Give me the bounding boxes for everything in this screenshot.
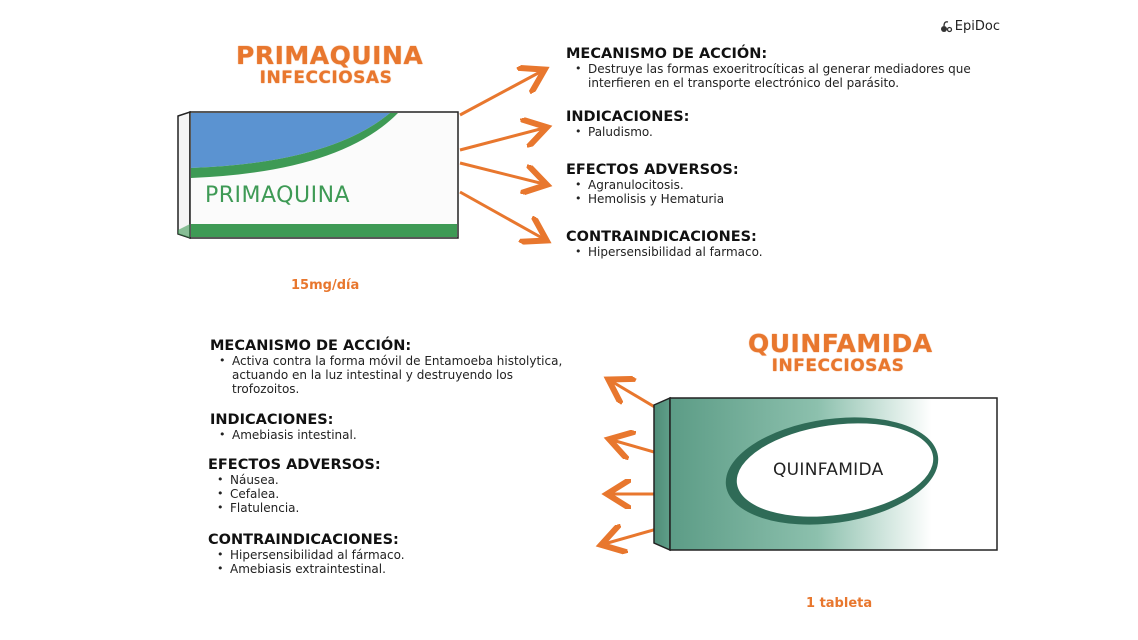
quinfamida-contraindicaciones: CONTRAINDICACIONES: Hipersensibilidad al… — [208, 532, 405, 576]
quinfamida-title: QUINFAMIDA — [748, 329, 933, 358]
primaquina-title: PRIMAQUINA — [236, 41, 424, 70]
arrow-contra — [459, 190, 544, 239]
primaquina-indicaciones: INDICACIONES: Paludismo. — [566, 109, 689, 139]
primaquina-arrows — [459, 60, 560, 250]
primaquina-title-block: PRIMAQUINA INFECCIOSAS — [236, 41, 424, 88]
arrow-efectos — [459, 161, 544, 184]
list-item: Paludismo. — [575, 125, 689, 139]
list-item-continuation: actuando en la luz intestinal y destruye… — [232, 368, 513, 382]
primaquina-box-label: PRIMAQUINA — [205, 183, 351, 208]
quinfamida-indicaciones: INDICACIONES: Amebiasis intestinal. — [210, 412, 357, 442]
logo-text: EpiDoc — [954, 19, 1000, 34]
primaquina-dose: 15mg/día — [291, 278, 360, 293]
list-item: Amebiasis extraintestinal. — [217, 562, 405, 576]
list-item: Amebiasis intestinal. — [219, 428, 357, 442]
arrow-indicaciones — [459, 128, 544, 152]
list-item: Destruye las formas exoeritrocíticas al … — [575, 62, 1026, 76]
section-header: CONTRAINDICACIONES: — [566, 229, 757, 245]
list-item-continuation: trofozoitos. — [232, 382, 300, 396]
list-item: Activa contra la forma móvil de Entamoeb… — [219, 354, 600, 368]
list-item: Flatulencia. — [217, 501, 381, 515]
quinfamida-box — [653, 396, 998, 552]
quinfamida-subtitle: INFECCIOSAS — [771, 356, 905, 376]
list-item-continuation: interfieren en el transporte electrónico… — [588, 76, 900, 90]
list-item: Náusea. — [217, 473, 381, 487]
primaquina-contraindicaciones: CONTRAINDICACIONES: Hipersensibilidad al… — [566, 229, 763, 259]
primaquina-mecanismo: MECANISMO DE ACCIÓN: Destruye las formas… — [566, 46, 1026, 90]
quinfamida-title-block: QUINFAMIDA INFECCIOSAS — [748, 329, 933, 376]
primaquina-subtitle: INFECCIOSAS — [259, 68, 393, 88]
section-header: MECANISMO DE ACCIÓN: — [566, 46, 768, 62]
quinfamida-box-label: QUINFAMIDA — [773, 460, 884, 480]
list-item: Hipersensibilidad al fármaco. — [217, 548, 404, 562]
section-header: CONTRAINDICACIONES: — [208, 532, 399, 548]
section-header: EFECTOS ADVERSOS: — [566, 162, 739, 178]
quinfamida-efectos: EFECTOS ADVERSOS: Náusea. Cefalea. Flatu… — [208, 457, 381, 515]
epidoc-logo: EpiDoc — [940, 19, 1000, 34]
section-header: INDICACIONES: — [210, 412, 334, 428]
section-header: EFECTOS ADVERSOS: — [208, 457, 381, 473]
section-header: MECANISMO DE ACCIÓN: — [210, 338, 412, 354]
section-header: INDICACIONES: — [566, 109, 690, 125]
list-item: Agranulocitosis. — [575, 178, 739, 192]
primaquina-efectos: EFECTOS ADVERSOS: Agranulocitosis. Hemol… — [566, 162, 739, 206]
arrow-mecanismo — [459, 71, 542, 117]
list-item: Hipersensibilidad al farmaco. — [575, 245, 762, 259]
list-item: Hemolisis y Hematuria — [575, 192, 739, 206]
list-item: Cefalea. — [217, 487, 381, 501]
primaquina-box — [177, 110, 459, 240]
stethoscope-icon — [940, 21, 952, 33]
quinfamida-mecanismo: MECANISMO DE ACCIÓN: Activa contra la fo… — [210, 338, 600, 396]
quinfamida-dose: 1 tableta — [806, 596, 873, 611]
